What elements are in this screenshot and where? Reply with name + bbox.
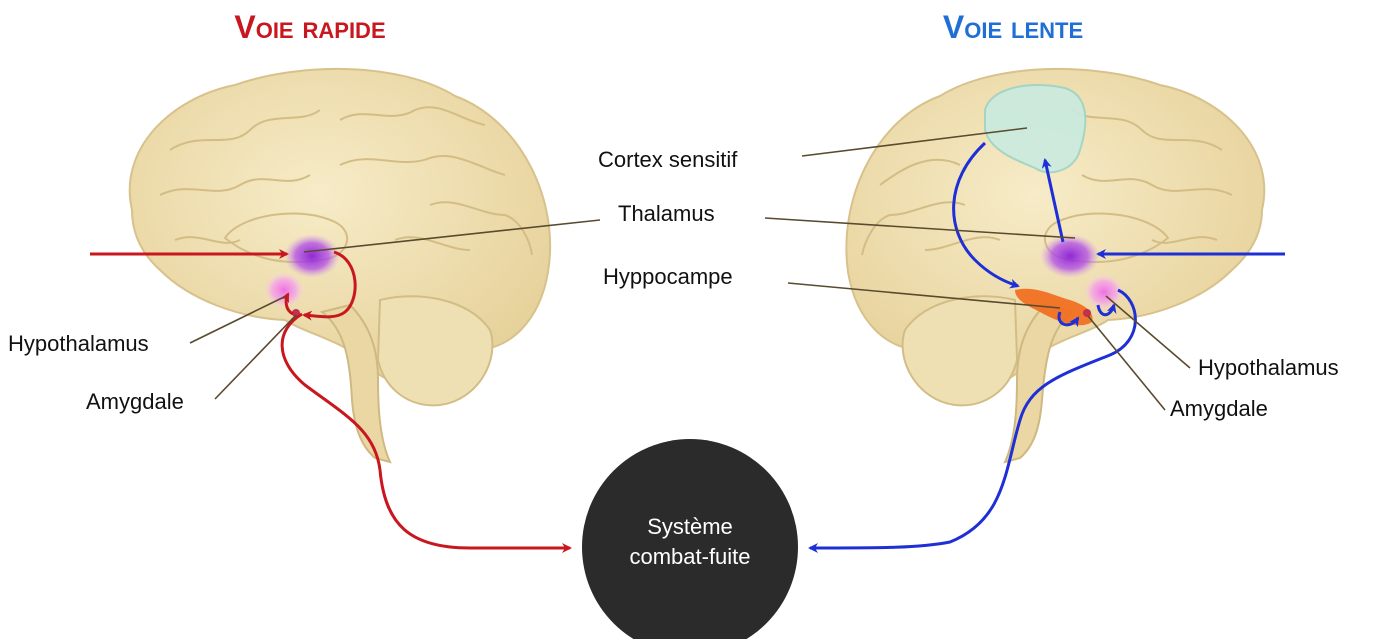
left-thalamus-glow [284, 234, 340, 278]
leader-amygdale-right [1088, 316, 1165, 410]
hub-line-2: combat-fuite [629, 544, 750, 569]
label-thalamus: Thalamus [618, 201, 715, 226]
label-amygdale-right: Amygdale [1170, 396, 1268, 421]
right-thalamus-glow [1040, 234, 1100, 278]
right-amygdale-dot [1083, 309, 1091, 317]
label-amygdale-left: Amygdale [86, 389, 184, 414]
combat-fuite-hub: Système combat-fuite [582, 439, 798, 639]
hub-line-1: Système [647, 514, 733, 539]
left-hypothalamus-glow [264, 272, 304, 308]
label-hypothalamus-left: Hypothalamus [8, 331, 149, 356]
left-brain [130, 69, 550, 462]
label-cortex-sensitif: Cortex sensitif [598, 147, 738, 172]
right-title: Voie lente [943, 9, 1083, 45]
hub-circle [582, 439, 798, 639]
label-hyppocampe: Hyppocampe [603, 264, 733, 289]
right-hypothalamus-glow [1084, 274, 1124, 310]
label-hypothalamus-right: Hypothalamus [1198, 355, 1339, 380]
left-title: Voie rapide [234, 9, 385, 45]
